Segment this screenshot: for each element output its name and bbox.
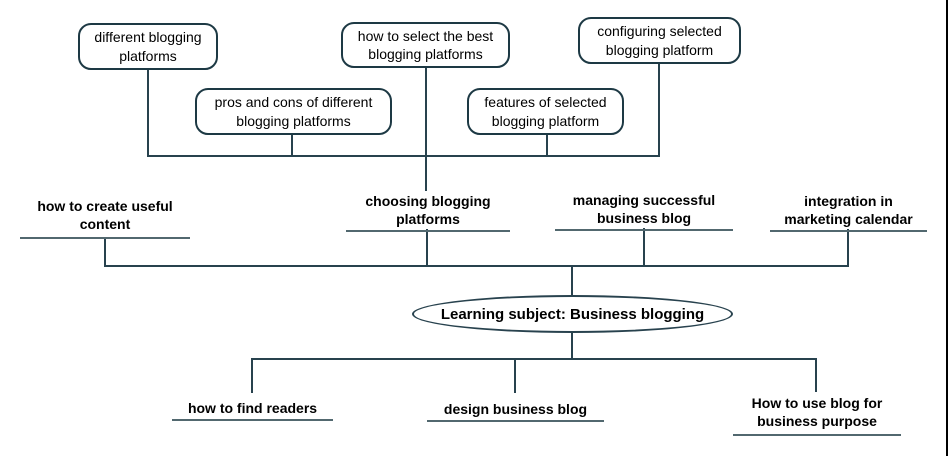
- connector-line: [815, 358, 817, 392]
- root-node-label: Learning subject: Business blogging: [440, 305, 705, 323]
- node-label: configuring selected blogging platform: [597, 23, 722, 58]
- connector-line: [291, 134, 293, 157]
- node-design-business-blog[interactable]: design business blog: [427, 400, 604, 422]
- connector-line: [571, 332, 573, 360]
- node-how-to-find-readers[interactable]: how to find readers: [172, 399, 333, 421]
- connector-line: [251, 358, 253, 393]
- connector-line: [147, 69, 149, 157]
- node-different-blogging-platforms[interactable]: different blogging platforms: [78, 23, 218, 70]
- node-how-to-create-useful-content[interactable]: how to create useful content: [20, 197, 190, 239]
- node-pros-and-cons-platforms[interactable]: pros and cons of different blogging plat…: [195, 88, 392, 135]
- node-label: how to select the best blogging platform…: [357, 27, 494, 62]
- node-label: pros and cons of different blogging plat…: [214, 94, 373, 129]
- root-node-learning-subject[interactable]: Learning subject: Business blogging: [412, 295, 733, 333]
- connector-line: [546, 134, 548, 157]
- node-configuring-selected-platform[interactable]: configuring selected blogging platform: [578, 17, 741, 64]
- node-how-to-select-best-platforms[interactable]: how to select the best blogging platform…: [341, 22, 510, 68]
- connector-line: [847, 229, 849, 267]
- connector-line: [104, 237, 106, 267]
- connector-line: [571, 265, 573, 296]
- connector-bus-top: [147, 155, 660, 157]
- node-managing-successful-business-blog[interactable]: managing successful business blog: [555, 191, 733, 231]
- node-choosing-blogging-platforms[interactable]: choosing blogging platforms: [346, 192, 510, 232]
- connector-line: [514, 358, 516, 393]
- node-integration-marketing-calendar[interactable]: integration in marketing calendar: [770, 192, 927, 232]
- connector-line: [425, 67, 427, 191]
- right-edge-border: [946, 0, 948, 456]
- node-label: features of selected blogging platform: [484, 94, 607, 129]
- node-label: different blogging platforms: [94, 29, 202, 64]
- connector-bus-bottom: [251, 358, 817, 360]
- connector-line: [426, 229, 428, 267]
- node-features-selected-platform[interactable]: features of selected blogging platform: [467, 88, 624, 135]
- node-how-to-use-blog-for-business-purpose[interactable]: How to use blog for business purpose: [733, 394, 901, 436]
- connector-line: [658, 63, 660, 157]
- connector-line: [643, 228, 645, 267]
- connector-bus-middle: [104, 265, 849, 267]
